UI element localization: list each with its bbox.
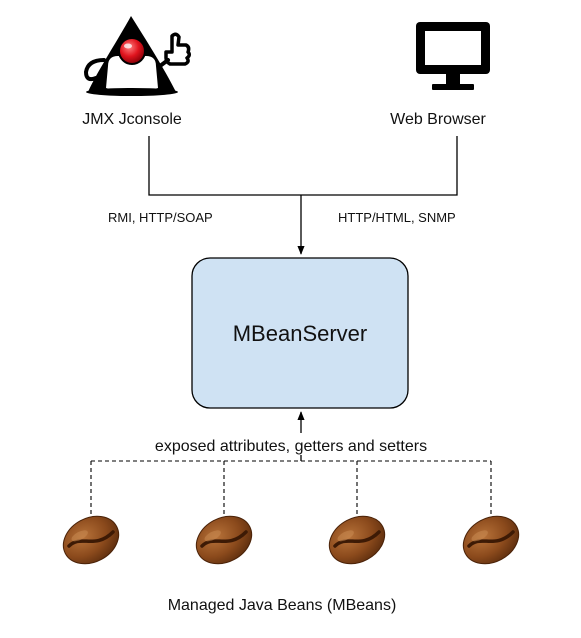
client-connectors	[148, 136, 458, 255]
jconsole-protocol-label: RMI, HTTP/SOAP	[108, 210, 213, 225]
browser-label: Web Browser	[390, 111, 486, 128]
coffee-bean-icon	[453, 505, 529, 575]
duke-mascot-icon	[83, 16, 192, 96]
exposed-label-backdrop	[128, 433, 454, 455]
beans-caption: Managed Java Beans (MBeans)	[168, 597, 397, 614]
mbeanserver-label: MBeanServer	[233, 321, 368, 346]
mbeanserver-box	[191, 257, 409, 409]
exposed-label: exposed attributes, getters and setters	[155, 438, 427, 455]
bean-connectors	[90, 411, 492, 516]
coffee-bean-icon	[319, 505, 395, 575]
jconsole-label: JMX Jconsole	[82, 111, 182, 128]
monitor-icon	[416, 22, 490, 90]
browser-protocol-label: HTTP/HTML, SNMP	[338, 210, 456, 225]
coffee-bean-icon	[53, 505, 129, 575]
coffee-bean-icon	[186, 505, 262, 575]
